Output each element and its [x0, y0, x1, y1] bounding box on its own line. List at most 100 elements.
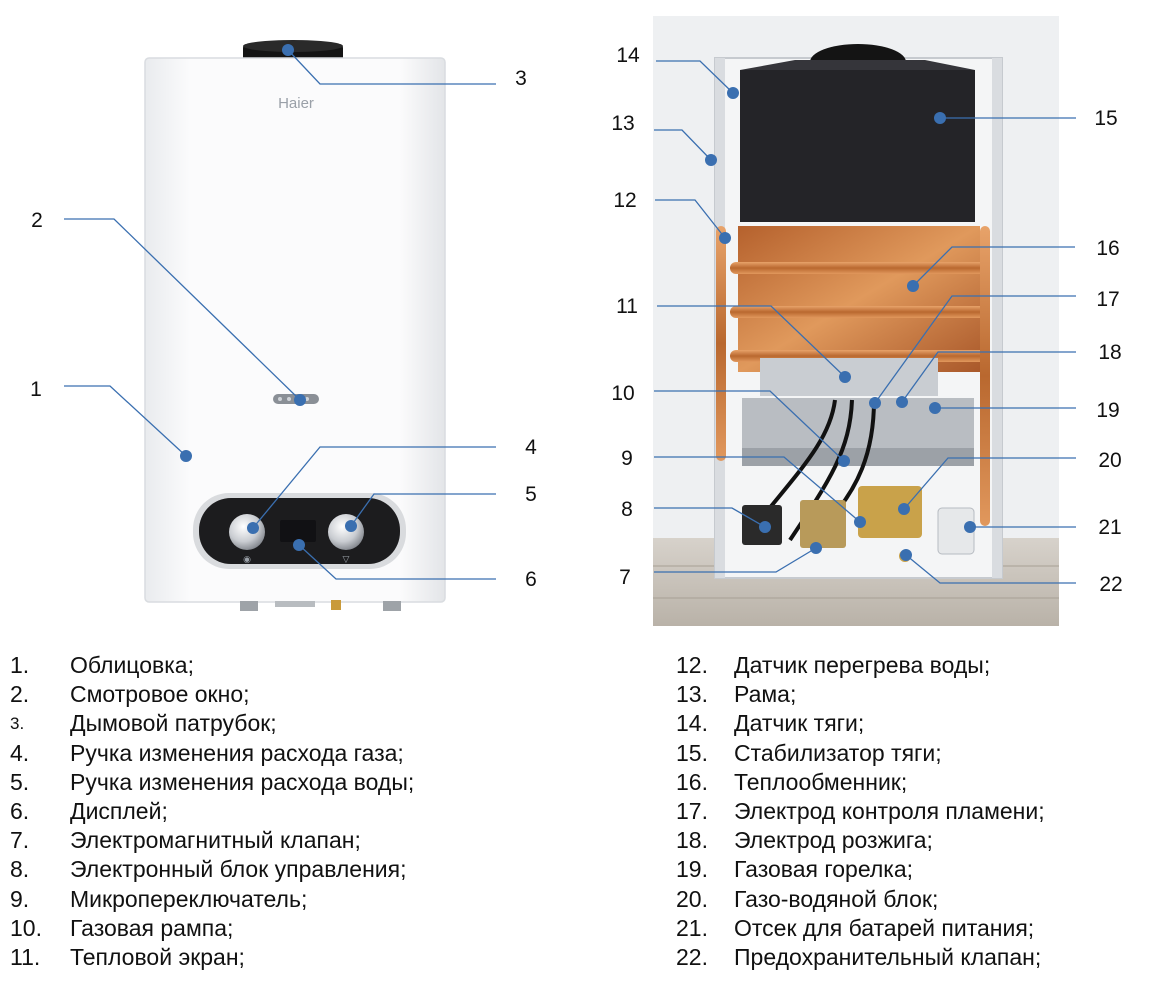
solenoid-valve: [800, 500, 846, 548]
legend-text: Ручка изменения расхода воды;: [70, 768, 415, 795]
legend-text: Датчик перегрева воды;: [734, 652, 991, 679]
display: [280, 520, 316, 542]
legend-item-17: 17. Электрод контроля пламени;: [676, 797, 1045, 826]
legend-number: 17.: [676, 798, 708, 825]
legend-number: 6.: [10, 798, 30, 825]
heater-illustrations: Haier ◉ ▽: [30, 16, 1123, 626]
legend-text: Электромагнитный клапан;: [70, 827, 361, 854]
legend-left: 1. Облицовка; 2. Смотровое окно; 3. Дымовой…: [10, 651, 414, 972]
legend-number: 14.: [676, 710, 708, 737]
legend-item-3: 3. Дымовой патрубок;: [10, 709, 414, 738]
legend-number: 12.: [676, 652, 708, 679]
callout-21: 21: [1098, 516, 1121, 539]
legend-number: 15.: [676, 739, 708, 766]
callout-7: 7: [619, 566, 631, 589]
callout-4: 4: [525, 436, 537, 459]
legend-number: 4.: [10, 739, 30, 766]
legend-number: 22.: [676, 943, 708, 970]
legend-right: 12. Датчик перегрева воды; 13. Рама; 14. Да…: [676, 651, 1045, 972]
legend-number: 18.: [676, 827, 708, 854]
legend-number: 8.: [10, 856, 30, 883]
legend-number: 1.: [10, 652, 30, 679]
legend-text: Дисплей;: [70, 798, 168, 825]
legend-item-19: 19. Газовая горелка;: [676, 855, 1045, 884]
legend-text: Газо-водяной блок;: [734, 885, 939, 912]
legend-number: 11.: [10, 943, 41, 970]
front-view: Haier ◉ ▽: [144, 40, 446, 611]
draft-hood: [740, 70, 975, 222]
legend-number: 2.: [10, 681, 30, 708]
callout-2: 2: [31, 209, 43, 232]
water-knob: [328, 514, 364, 550]
legend-item-16: 16.Теплообменник;: [676, 768, 1045, 797]
legend-number: 19.: [676, 856, 708, 883]
callout-6: 6: [525, 568, 537, 591]
callout-10: 10: [611, 382, 634, 405]
legend-item-22: 22. Предохранительный клапан;: [676, 943, 1045, 972]
legend-item-12: 12. Датчик перегрева воды;: [676, 651, 1045, 680]
legend-number: 13.: [676, 681, 708, 708]
legend-item-5: 5. Ручка изменения расхода воды;: [10, 768, 414, 797]
legend-text: Облицовка;: [70, 652, 194, 679]
legend-number: 10.: [10, 914, 42, 941]
callout-13: 13: [611, 112, 634, 135]
legend-item-18: 18. Электрод розжига;: [676, 826, 1045, 855]
callout-11: 11: [616, 295, 638, 318]
callout-17: 17: [1096, 288, 1119, 311]
legend-number: 3.: [10, 714, 25, 734]
legend-item-4: 4. Ручка изменения расхода газа;: [10, 739, 414, 768]
legend-text: Отсек для батарей питания;: [734, 914, 1035, 941]
legend-item-1: 1. Облицовка;: [10, 651, 414, 680]
legend-item-6: 6. Дисплей;: [10, 797, 414, 826]
callout-22: 22: [1099, 573, 1122, 596]
legend-item-15: 15. Стабилизатор тяги;: [676, 739, 1045, 768]
callout-12: 12: [613, 189, 636, 212]
legend-text: Теплообменник;: [734, 768, 908, 795]
legend-text: Смотровое окно;: [70, 681, 250, 708]
gas-water-block: [858, 486, 922, 538]
legend-text: Электрод контроля пламени;: [734, 798, 1045, 825]
legend-text: Предохранительный клапан;: [734, 943, 1042, 970]
legend-text: Датчик тяги;: [734, 710, 865, 737]
callout-5: 5: [525, 483, 537, 506]
legend-text: Микропереключатель;: [70, 885, 308, 912]
legend-item-11: 11. Тепловой экран;: [10, 943, 414, 972]
legend-text: Электрод розжига;: [734, 827, 933, 854]
legend-item-9: 9. Микропереключатель;: [10, 885, 414, 914]
legend-number: 9.: [10, 885, 30, 912]
legend-text: Газовая горелка;: [734, 856, 914, 883]
legend-text: Ручка изменения расхода газа;: [70, 739, 404, 766]
legend-item-13: 13. Рама;: [676, 680, 1045, 709]
legend-text: Электронный блок управления;: [70, 856, 407, 883]
legend-item-10: 10. Газовая рампа;: [10, 914, 414, 943]
callout-8: 8: [621, 498, 633, 521]
brand-logo: Haier: [278, 95, 314, 112]
svg-text:▽: ▽: [343, 555, 350, 565]
legend-text: Рама;: [734, 681, 797, 708]
callout-14: 14: [616, 44, 640, 67]
legend-number: 20.: [676, 885, 708, 912]
legend-item-7: 7. Электромагнитный клапан;: [10, 826, 414, 855]
legend-number: 7.: [10, 827, 30, 854]
legend-text: Дымовой патрубок;: [70, 710, 277, 737]
callout-18: 18: [1098, 341, 1121, 364]
interior-view: [653, 16, 1059, 626]
legend-text: Газовая рампа;: [70, 914, 234, 941]
callout-20: 20: [1098, 449, 1121, 472]
legend-number: 5.: [10, 768, 30, 795]
heat-exchanger: [738, 226, 980, 372]
gas-rail: [742, 448, 974, 466]
callout-9: 9: [621, 447, 633, 470]
legend-item-20: 20. Газо-водяной блок;: [676, 885, 1045, 914]
legend-item-14: 14. Датчик тяги;: [676, 709, 1045, 738]
callout-3: 3: [515, 67, 527, 90]
legend-text: Стабилизатор тяги;: [734, 739, 942, 766]
legend-item-21: 21. Отсек для батарей питания;: [676, 914, 1045, 943]
callout-16: 16: [1096, 237, 1119, 260]
callout-19: 19: [1096, 399, 1119, 422]
legend-number: 21.: [676, 914, 708, 941]
legend-item-2: 2. Смотровое окно;: [10, 680, 414, 709]
legend-text: Тепловой экран;: [70, 943, 245, 970]
callout-15: 15: [1094, 107, 1117, 130]
